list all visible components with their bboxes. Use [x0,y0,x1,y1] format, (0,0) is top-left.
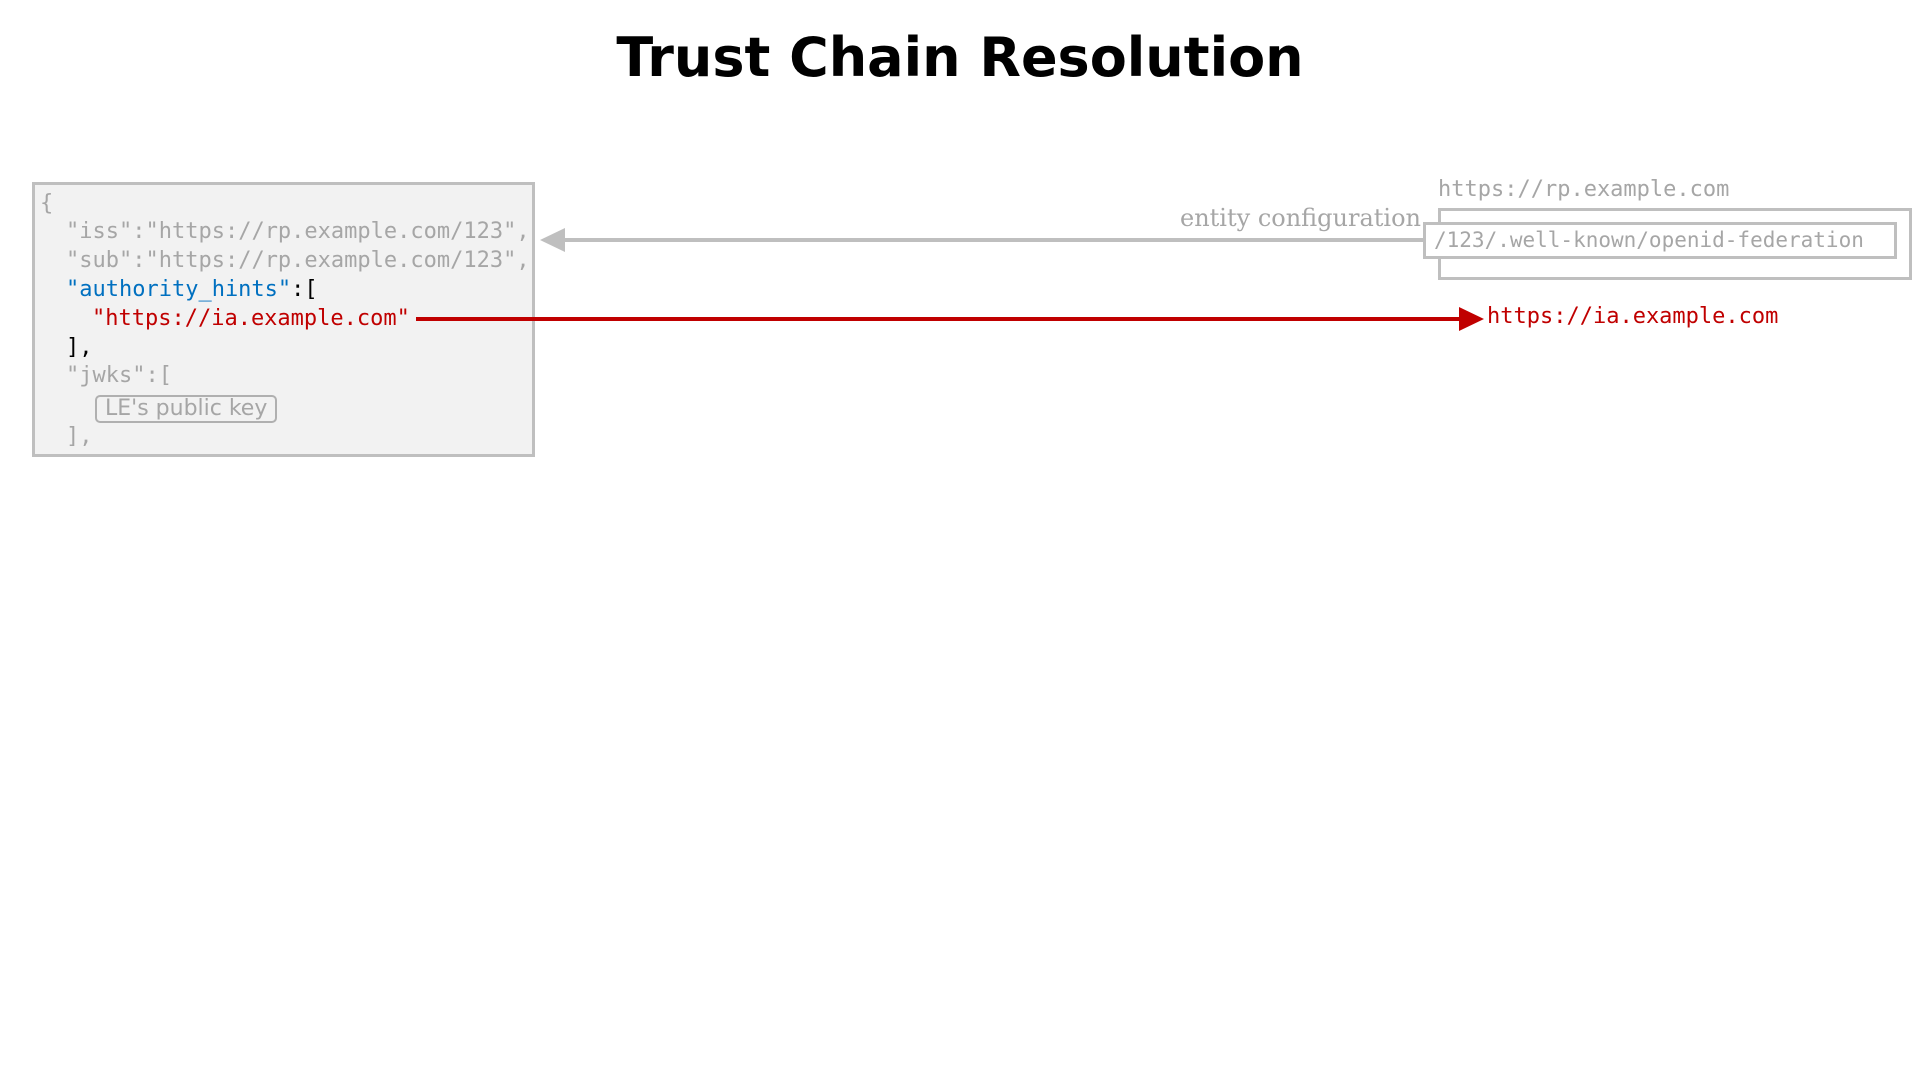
iss-key: "iss" [66,219,133,244]
authority-hint-target: https://ia.example.com [1487,304,1779,329]
authority-hint-value: "https://ia.example.com" [92,306,410,331]
authority-hint-arrowhead [1459,307,1484,331]
iss-line: "iss":"https://rp.example.com/123", [66,218,530,246]
iss-colon: : [132,219,146,244]
public-key-badge: LE's public key [95,395,278,423]
entity-configuration-label: entity configuration [1180,204,1421,232]
sub-key: "sub" [66,248,133,273]
iss-value: "https://rp.example.com/123", [145,219,530,244]
endpoint-path: /123/.well-known/openid-federation [1423,222,1897,259]
authority-hints-open: :[ [291,277,318,302]
entity-configuration-arrowhead [540,228,565,252]
open-brace: { [40,191,54,216]
endpoint-host: https://rp.example.com [1438,177,1730,202]
jwks-key: "jwks" [66,363,146,388]
page-title: Trust Chain Resolution [616,26,1304,89]
authority-hints-key: "authority_hints" [66,277,292,302]
jwks-open: :[ [145,363,172,388]
jwks-line: "jwks":[ [66,362,172,390]
authority-hints-line: "authority_hints":[ [66,276,318,304]
sub-line: "sub":"https://rp.example.com/123", [66,247,530,275]
sub-value: "https://rp.example.com/123", [145,248,530,273]
authority-hints-close: ], [66,335,93,360]
sub-colon: : [132,248,146,273]
jwks-close: ], [66,424,93,449]
